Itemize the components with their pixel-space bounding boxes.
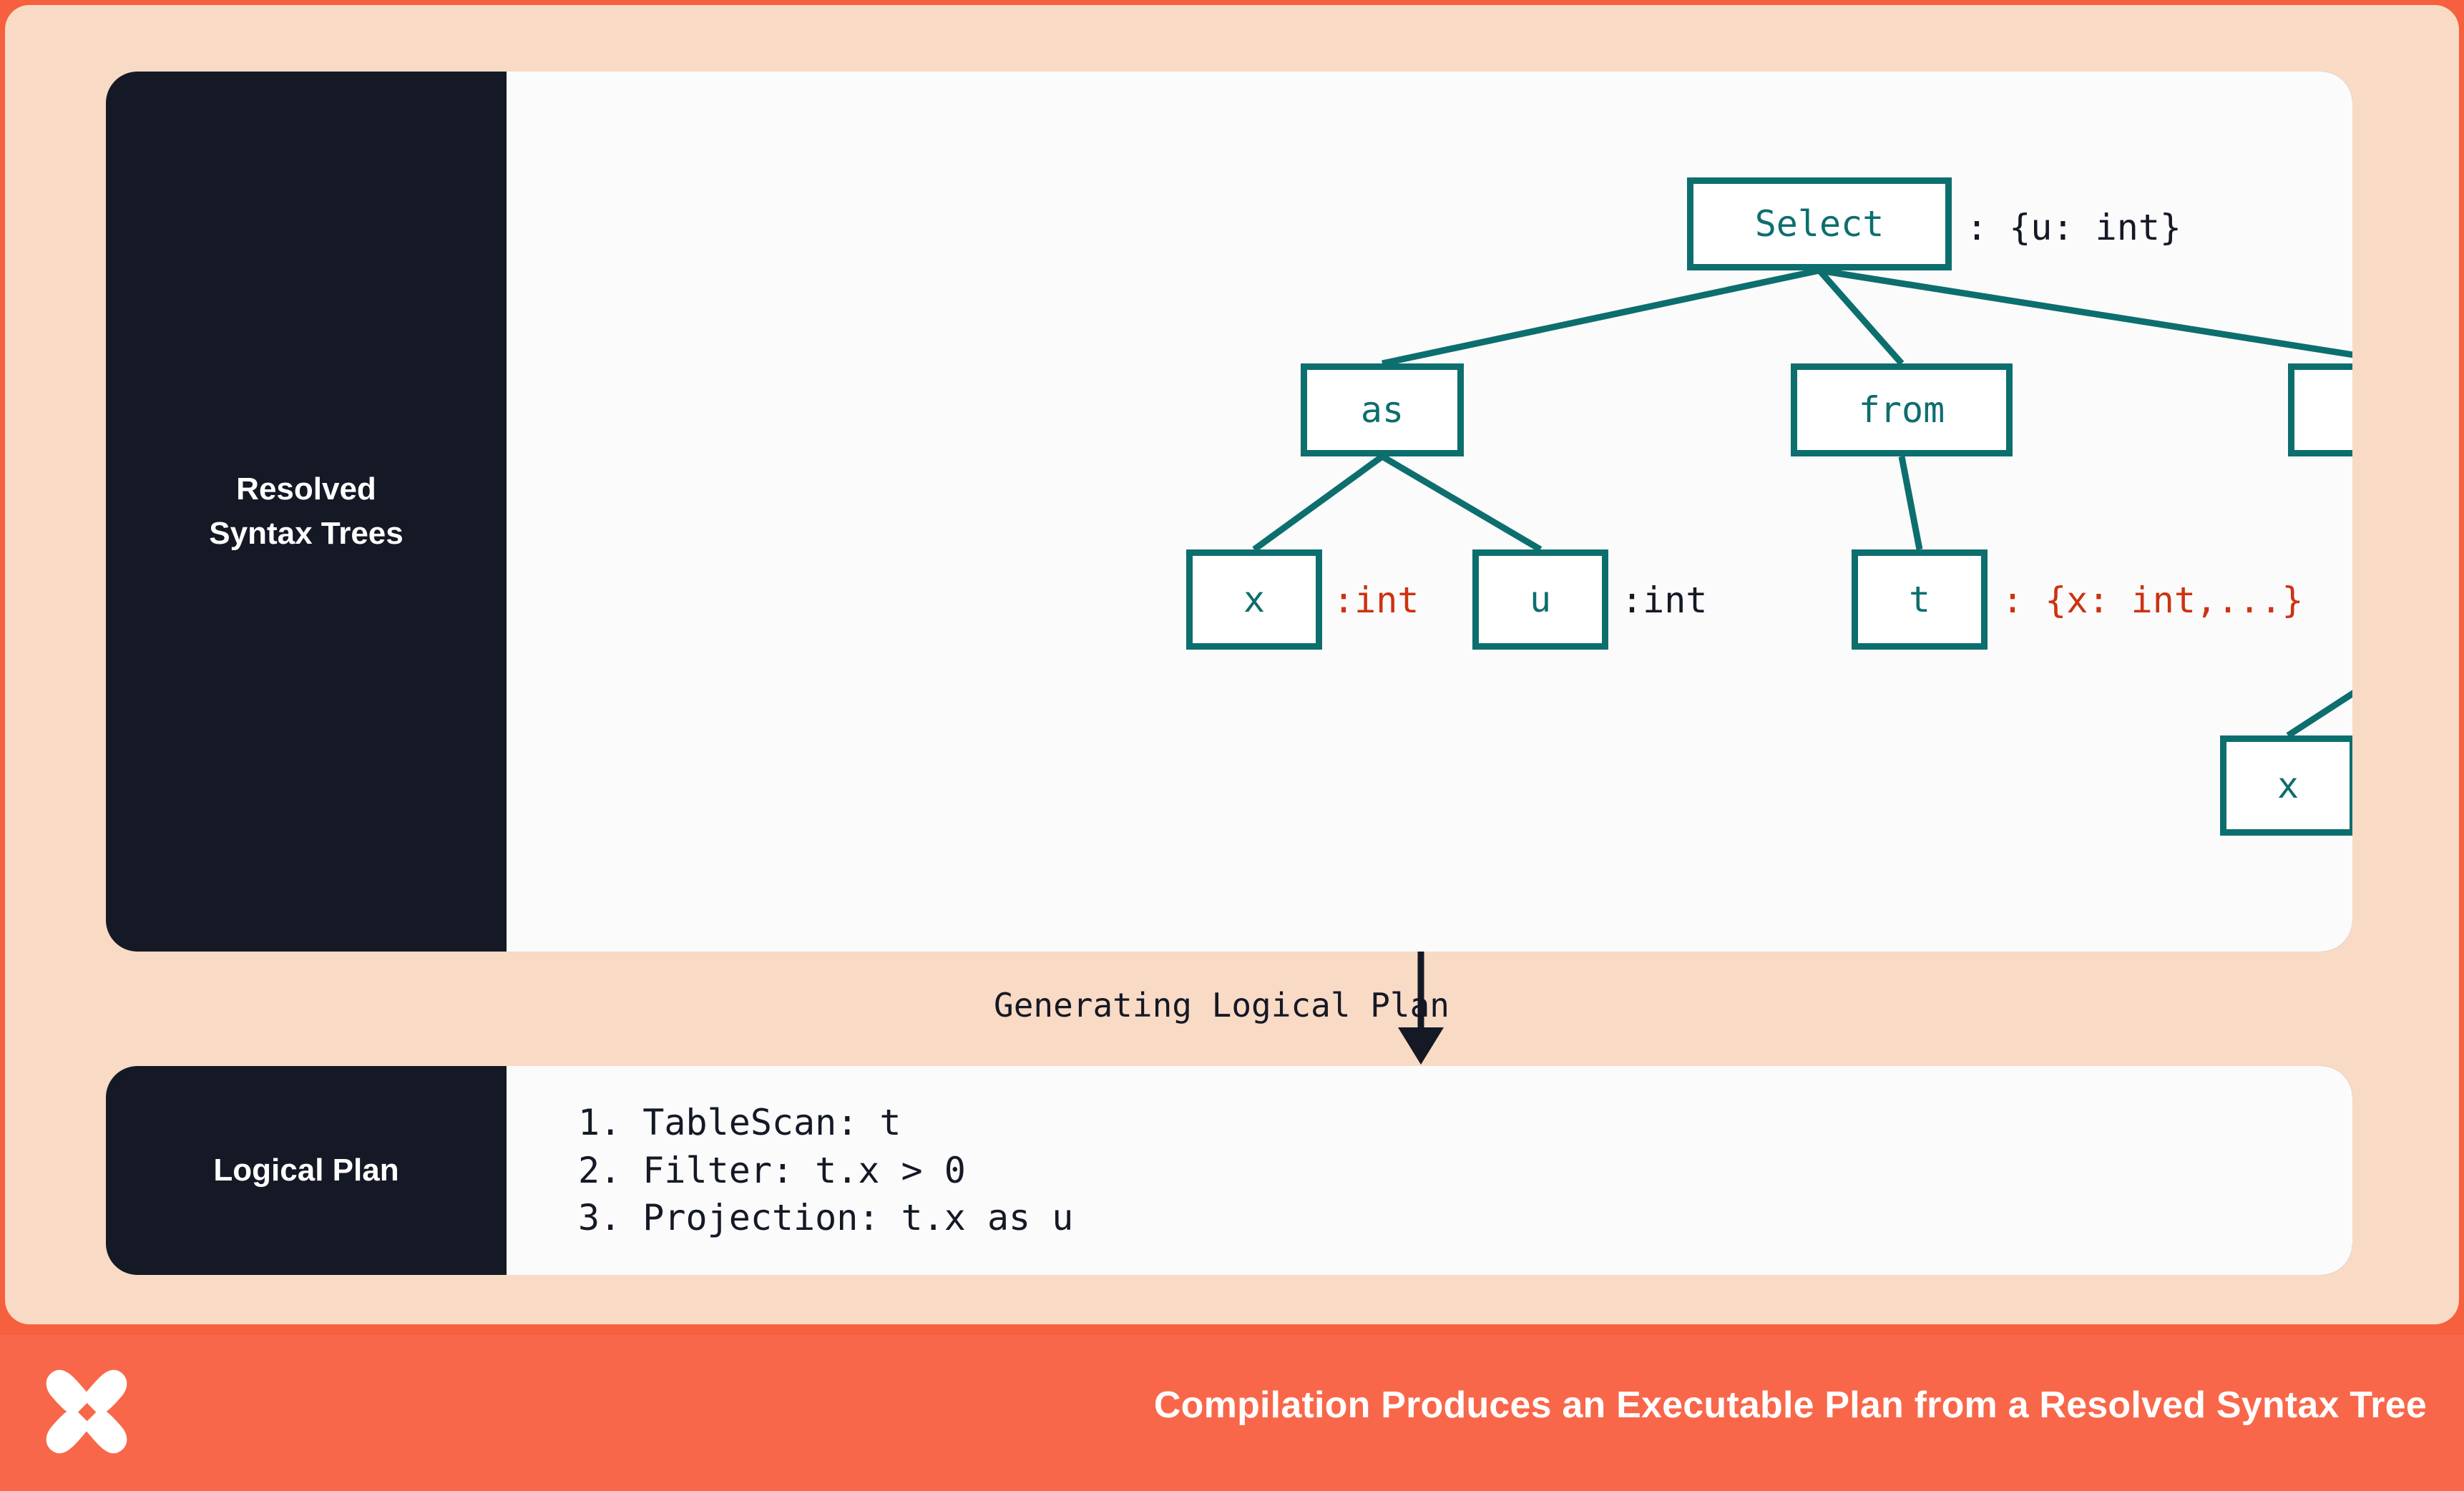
tree-node-u: u: [1472, 549, 1608, 650]
type-annotation-x1: :int: [1333, 580, 1419, 621]
tree-node-select: Select: [1687, 177, 1952, 270]
tree-node-x2: x: [2220, 735, 2352, 836]
logical-plan-step-1: 1. TableScan: t: [578, 1102, 901, 1143]
tree-node-t: t: [1852, 549, 1988, 650]
panel-label-resolved-syntax-trees: Resolved Syntax Trees: [209, 471, 404, 551]
footer-title: Compilation Produces an Executable Plan …: [1153, 1384, 2427, 1426]
tree-node-x1: x: [1186, 549, 1322, 650]
panel-label-logical-plan: Logical Plan: [213, 1152, 399, 1188]
tree-node-from: from: [1791, 363, 2013, 456]
type-annotation-t: : {x: int,...}: [2002, 580, 2304, 621]
tree-node-as: as: [1301, 363, 1464, 456]
panel-logical-plan: Logical Plan 1. TableScan: t 2. Filter: t…: [106, 1066, 2352, 1275]
logical-plan-step-2: 2. Filter: t.x > 0: [578, 1149, 966, 1191]
tree-node-where: where: [2288, 363, 2352, 456]
syntax-tree-canvas: Selectasfromwherexut>x0: {u: int}:int:in…: [507, 72, 2352, 952]
type-annotation-u: :int: [1621, 580, 1708, 621]
footer-banner: Compilation Produces an Executable Plan …: [0, 1335, 2464, 1491]
tree-edges: [1252, 267, 2352, 738]
down-arrow-icon: [1398, 952, 1444, 1065]
type-annotation-select: : {u: int}: [1966, 207, 2182, 248]
flow-caption: Generating Logical Plan: [994, 986, 1449, 1025]
logical-plan-steps: 1. TableScan: t 2. Filter: t.x > 0 3. Proj…: [578, 1099, 1073, 1242]
tree-surface: Selectasfromwherexut>x0: {u: int}:int:in…: [507, 72, 2352, 952]
panel-resolved-syntax-trees: Resolved Syntax Trees Select as from where x…: [106, 72, 2352, 952]
logical-plan-body: 1. TableScan: t 2. Filter: t.x > 0 3. Proj…: [507, 1066, 2352, 1275]
flow-transition: Generating Logical Plan: [106, 952, 2352, 1066]
brand-x-logo: [46, 1369, 127, 1454]
logical-plan-step-3: 3. Projection: t.x as u: [578, 1197, 1074, 1238]
